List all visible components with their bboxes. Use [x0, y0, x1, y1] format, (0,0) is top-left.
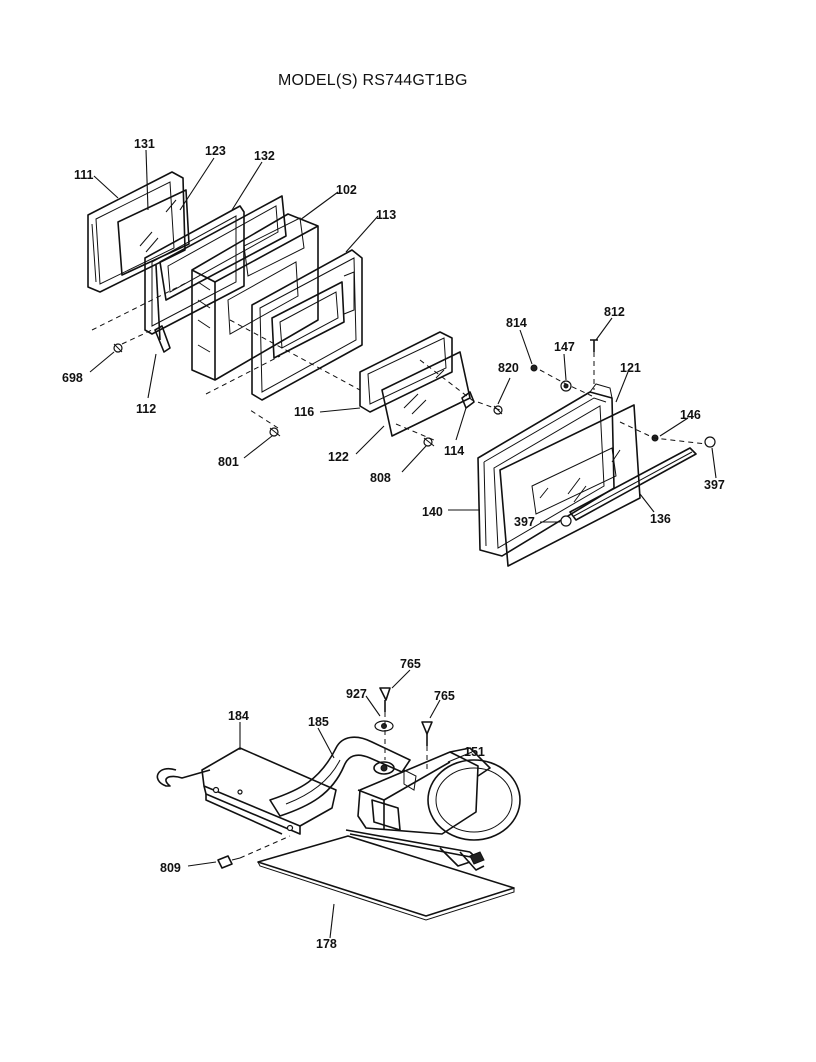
- part-397-right: [704, 436, 716, 448]
- upper-hardware: [113, 339, 716, 527]
- part-112-bracket: [154, 264, 171, 353]
- part-113-door-liner: [251, 249, 363, 401]
- callout-178: 178: [316, 937, 337, 951]
- callout-184: 184: [228, 709, 249, 723]
- part-121-door-glass: [499, 404, 641, 567]
- callout-111: 111: [74, 168, 94, 182]
- part-178-plate: [257, 835, 515, 921]
- callout-122: 122: [328, 450, 349, 464]
- leader-lines-lower: [187, 669, 473, 939]
- callout-397-right: 397: [704, 478, 725, 492]
- assembly-dash-lines-lower: [239, 712, 428, 859]
- callout-812: 812: [604, 305, 625, 319]
- screw-765-right: [421, 721, 433, 735]
- callout-809: 809: [160, 861, 181, 875]
- callout-147: 147: [554, 340, 575, 354]
- part-114-clip: [461, 391, 475, 409]
- callout-labels: 111 131 123 132 102 113 698 112 116 801 …: [62, 137, 725, 951]
- part-116-window-frame: [359, 331, 453, 413]
- part-185-latch-arm: [269, 736, 411, 817]
- part-131-glass: [117, 189, 190, 276]
- callout-185: 185: [308, 715, 329, 729]
- callout-123: 123: [205, 144, 226, 158]
- part-122-glass: [381, 351, 471, 437]
- callout-114: 114: [444, 444, 464, 458]
- callout-140: 140: [422, 505, 443, 519]
- callout-121: 121: [620, 361, 641, 375]
- callout-113: 113: [376, 208, 396, 222]
- part-136-handle: [569, 447, 697, 521]
- callout-820: 820: [498, 361, 519, 375]
- part-111-outer-panel: [87, 171, 186, 293]
- callout-116: 116: [294, 405, 314, 419]
- leader-lines-upper: [89, 149, 717, 523]
- part-102-inner-box: [191, 213, 319, 381]
- screw-812: [590, 339, 598, 352]
- part-132-frame: [159, 195, 287, 301]
- callout-814: 814: [506, 316, 527, 330]
- part-151-lock-motor: [345, 747, 521, 871]
- callout-146: 146: [680, 408, 701, 422]
- callout-112: 112: [136, 402, 156, 416]
- callout-927: 927: [346, 687, 367, 701]
- part-397-left: [560, 515, 572, 527]
- model-title: MODEL(S) RS744GT1BG: [278, 72, 468, 89]
- callout-151: 151: [464, 745, 485, 759]
- part-123-gasket: [144, 205, 245, 335]
- callout-102: 102: [336, 183, 357, 197]
- callout-397-left: 397: [514, 515, 535, 529]
- callout-132: 132: [254, 149, 275, 163]
- screw-765-top: [379, 687, 391, 701]
- screw-809: [217, 855, 233, 869]
- callout-765-top: 765: [400, 657, 421, 671]
- callout-801: 801: [218, 455, 239, 469]
- callout-698: 698: [62, 371, 83, 385]
- callout-136: 136: [650, 512, 671, 526]
- part-184-hook-bracket: [156, 747, 337, 835]
- callout-131: 131: [134, 137, 155, 151]
- assembly-dash-lines-upper: [91, 281, 707, 445]
- callout-765-right: 765: [434, 689, 455, 703]
- part-814: [530, 364, 538, 372]
- lower-hardware: [217, 687, 433, 869]
- callout-808: 808: [370, 471, 391, 485]
